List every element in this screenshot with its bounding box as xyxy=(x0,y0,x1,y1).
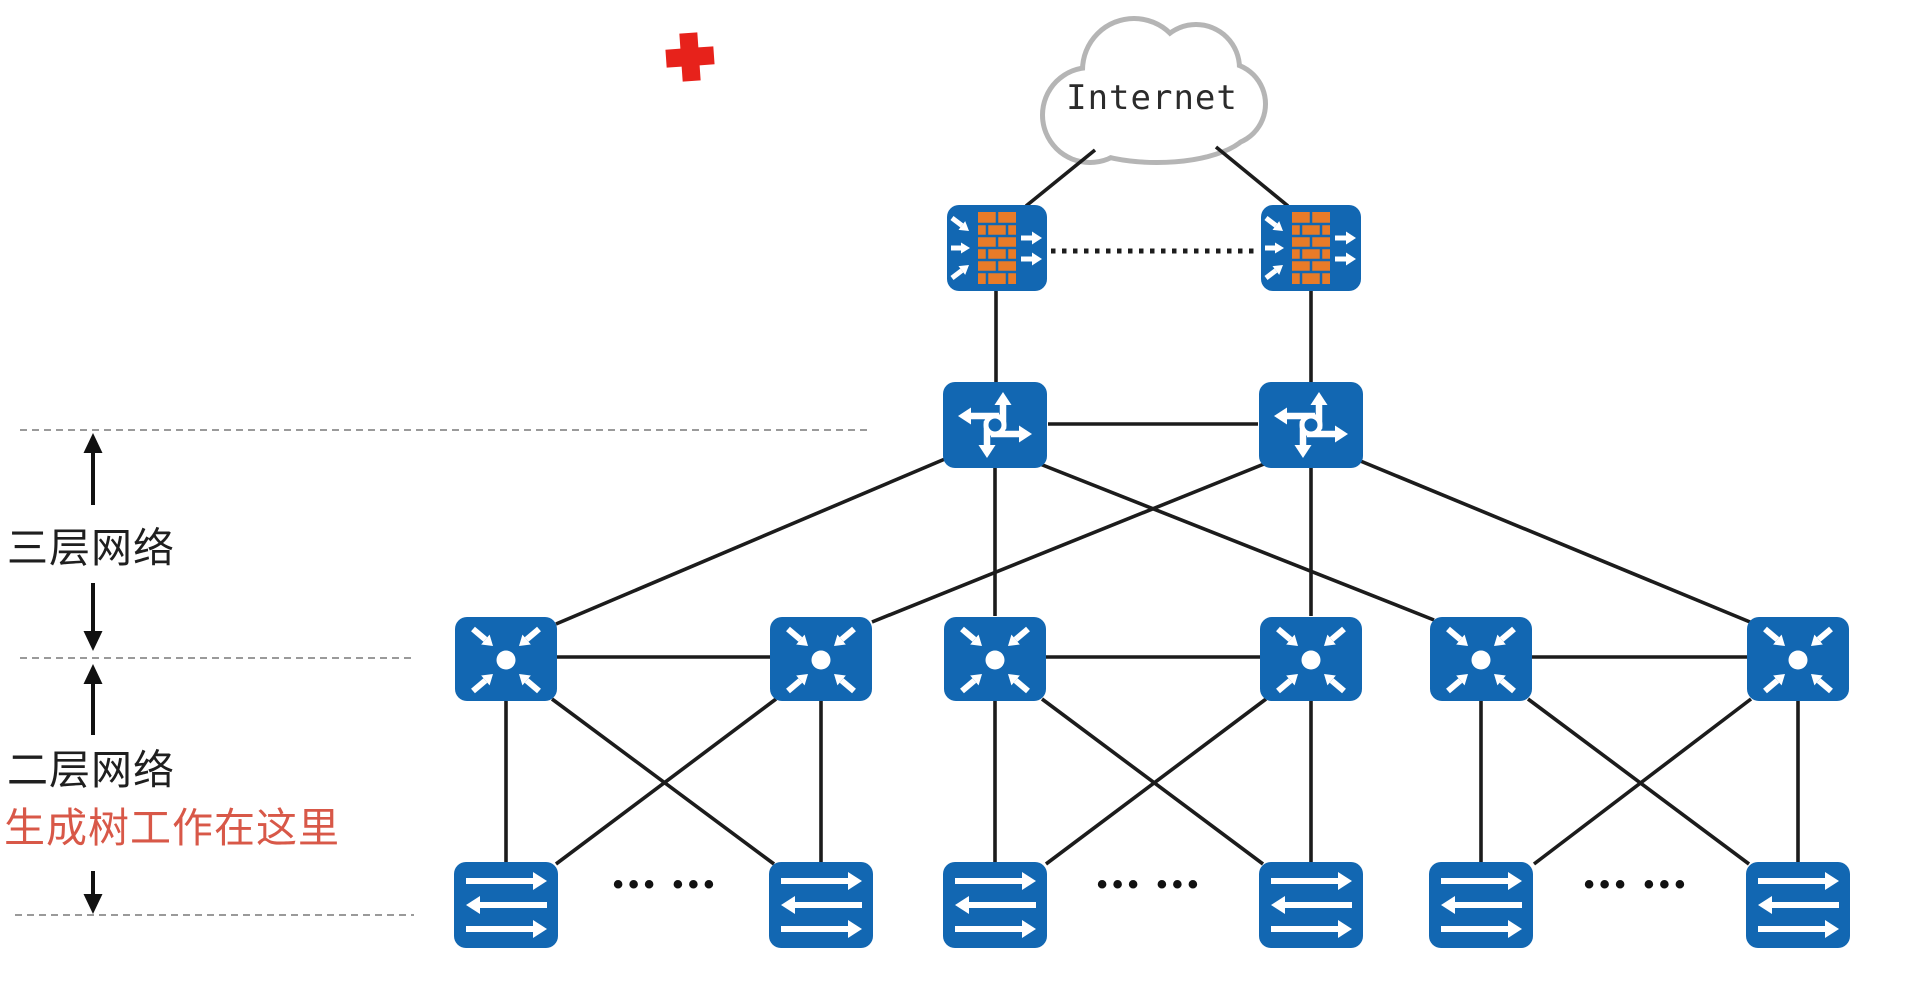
link-core1-agg5 xyxy=(1039,462,1435,622)
link-agg6-acc5 xyxy=(1532,697,1753,866)
spanning-tree-note: 生成树工作在这里 xyxy=(4,805,340,851)
aggregation-switch-icon-agg3 xyxy=(944,617,1046,701)
layer-extent-arrow-4 xyxy=(83,871,103,914)
aggregation-switch-icon-agg1 xyxy=(455,617,557,701)
core-router-icon-core1 xyxy=(943,382,1047,468)
layer-extent-arrow-1 xyxy=(83,433,103,505)
link-agg4-acc3 xyxy=(1044,697,1268,866)
layer-extent-arrow-2 xyxy=(83,583,103,651)
layer3-network-label: 三层网络 xyxy=(7,525,175,571)
access-switch-icon-acc2 xyxy=(769,862,873,948)
internet-cloud-label: Internet xyxy=(1066,78,1238,118)
link-agg3-acc4 xyxy=(1040,697,1265,866)
ellipsis-middle: ••• ••• xyxy=(1096,868,1204,901)
red-cross-mark xyxy=(665,32,715,82)
link-cloud-fw1 xyxy=(1024,148,1097,208)
aggregation-switch-icon-agg6 xyxy=(1747,617,1849,701)
ellipsis-right: ••• ••• xyxy=(1583,868,1691,901)
access-switch-icon-acc5 xyxy=(1429,862,1533,948)
link-core2-agg2 xyxy=(871,462,1265,624)
core-router-icon-core2 xyxy=(1259,382,1363,468)
access-switch-icon-acc1 xyxy=(454,862,558,948)
access-switch-icon-acc4 xyxy=(1259,862,1363,948)
link-agg5-acc6 xyxy=(1526,697,1751,866)
link-agg2-acc1 xyxy=(554,697,778,866)
link-core2-agg6 xyxy=(1357,458,1751,624)
firewall-icon-fw2 xyxy=(1261,205,1361,291)
aggregation-switch-icon-agg2 xyxy=(770,617,872,701)
ellipsis-left: ••• ••• xyxy=(612,868,720,901)
aggregation-switch-icon-agg4 xyxy=(1260,617,1362,701)
link-core1-agg1 xyxy=(555,454,953,626)
aggregation-switch-icon-agg5 xyxy=(1430,617,1532,701)
layer2-network-label: 二层网络 xyxy=(7,747,175,793)
layer-extent-arrow-3 xyxy=(83,664,103,735)
internet-cloud-icon xyxy=(1040,16,1268,165)
access-switch-icon-acc3 xyxy=(943,862,1047,948)
firewall-icon-fw1 xyxy=(947,205,1047,291)
access-switch-icon-acc6 xyxy=(1746,862,1850,948)
link-cloud-fw2 xyxy=(1214,145,1290,208)
